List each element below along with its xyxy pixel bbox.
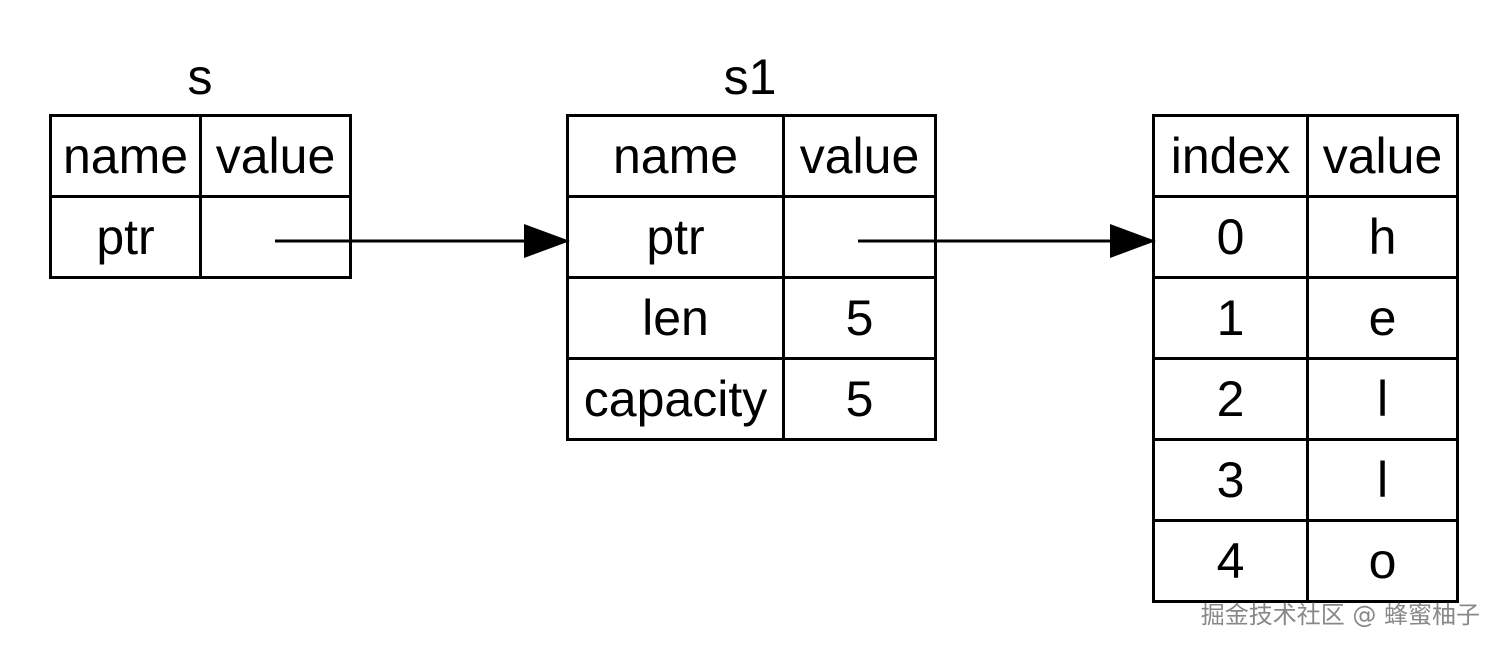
table-row: 2 l [1152,357,1459,441]
cell-index: 2 [1152,357,1309,441]
cell-value [199,195,352,279]
table-s1-title: s1 [723,49,777,105]
column-header-name: name [49,114,202,198]
table-header-row: name value [49,114,352,198]
cell-value: l [1306,357,1459,441]
table-row: len 5 [566,276,937,360]
table-row: 4 o [1152,519,1459,603]
table-row: 1 e [1152,276,1459,360]
cell-value: l [1306,438,1459,522]
table-row: 3 l [1152,438,1459,522]
table-s1: name value ptr len 5 capacity 5 [566,114,937,441]
table-row: ptr [49,195,352,279]
cell-name: capacity [566,357,785,441]
cell-index: 3 [1152,438,1309,522]
column-header-name: name [566,114,785,198]
cell-name: len [566,276,785,360]
column-header-value: value [199,114,352,198]
cell-index: 4 [1152,519,1309,603]
arrow-head [1110,224,1156,258]
table-s-title: s [187,49,213,105]
column-header-index: index [1152,114,1309,198]
cell-value: o [1306,519,1459,603]
cell-index: 1 [1152,276,1309,360]
table-heap: index value 0 h 1 e 2 l 3 l 4 o [1152,114,1459,603]
cell-name: ptr [566,195,785,279]
watermark-text: 掘金技术社区 @ 蜂蜜柚子 [1200,601,1480,629]
cell-name: ptr [49,195,202,279]
arrow-head [524,224,570,258]
cell-value: 5 [782,357,937,441]
cell-index: 0 [1152,195,1309,279]
table-s: name value ptr [49,114,352,279]
cell-value: e [1306,276,1459,360]
table-row: capacity 5 [566,357,937,441]
column-header-value: value [782,114,937,198]
table-header-row: index value [1152,114,1459,198]
table-row: ptr [566,195,937,279]
cell-value [782,195,937,279]
table-header-row: name value [566,114,937,198]
table-row: 0 h [1152,195,1459,279]
column-header-value: value [1306,114,1459,198]
cell-value: h [1306,195,1459,279]
cell-value: 5 [782,276,937,360]
